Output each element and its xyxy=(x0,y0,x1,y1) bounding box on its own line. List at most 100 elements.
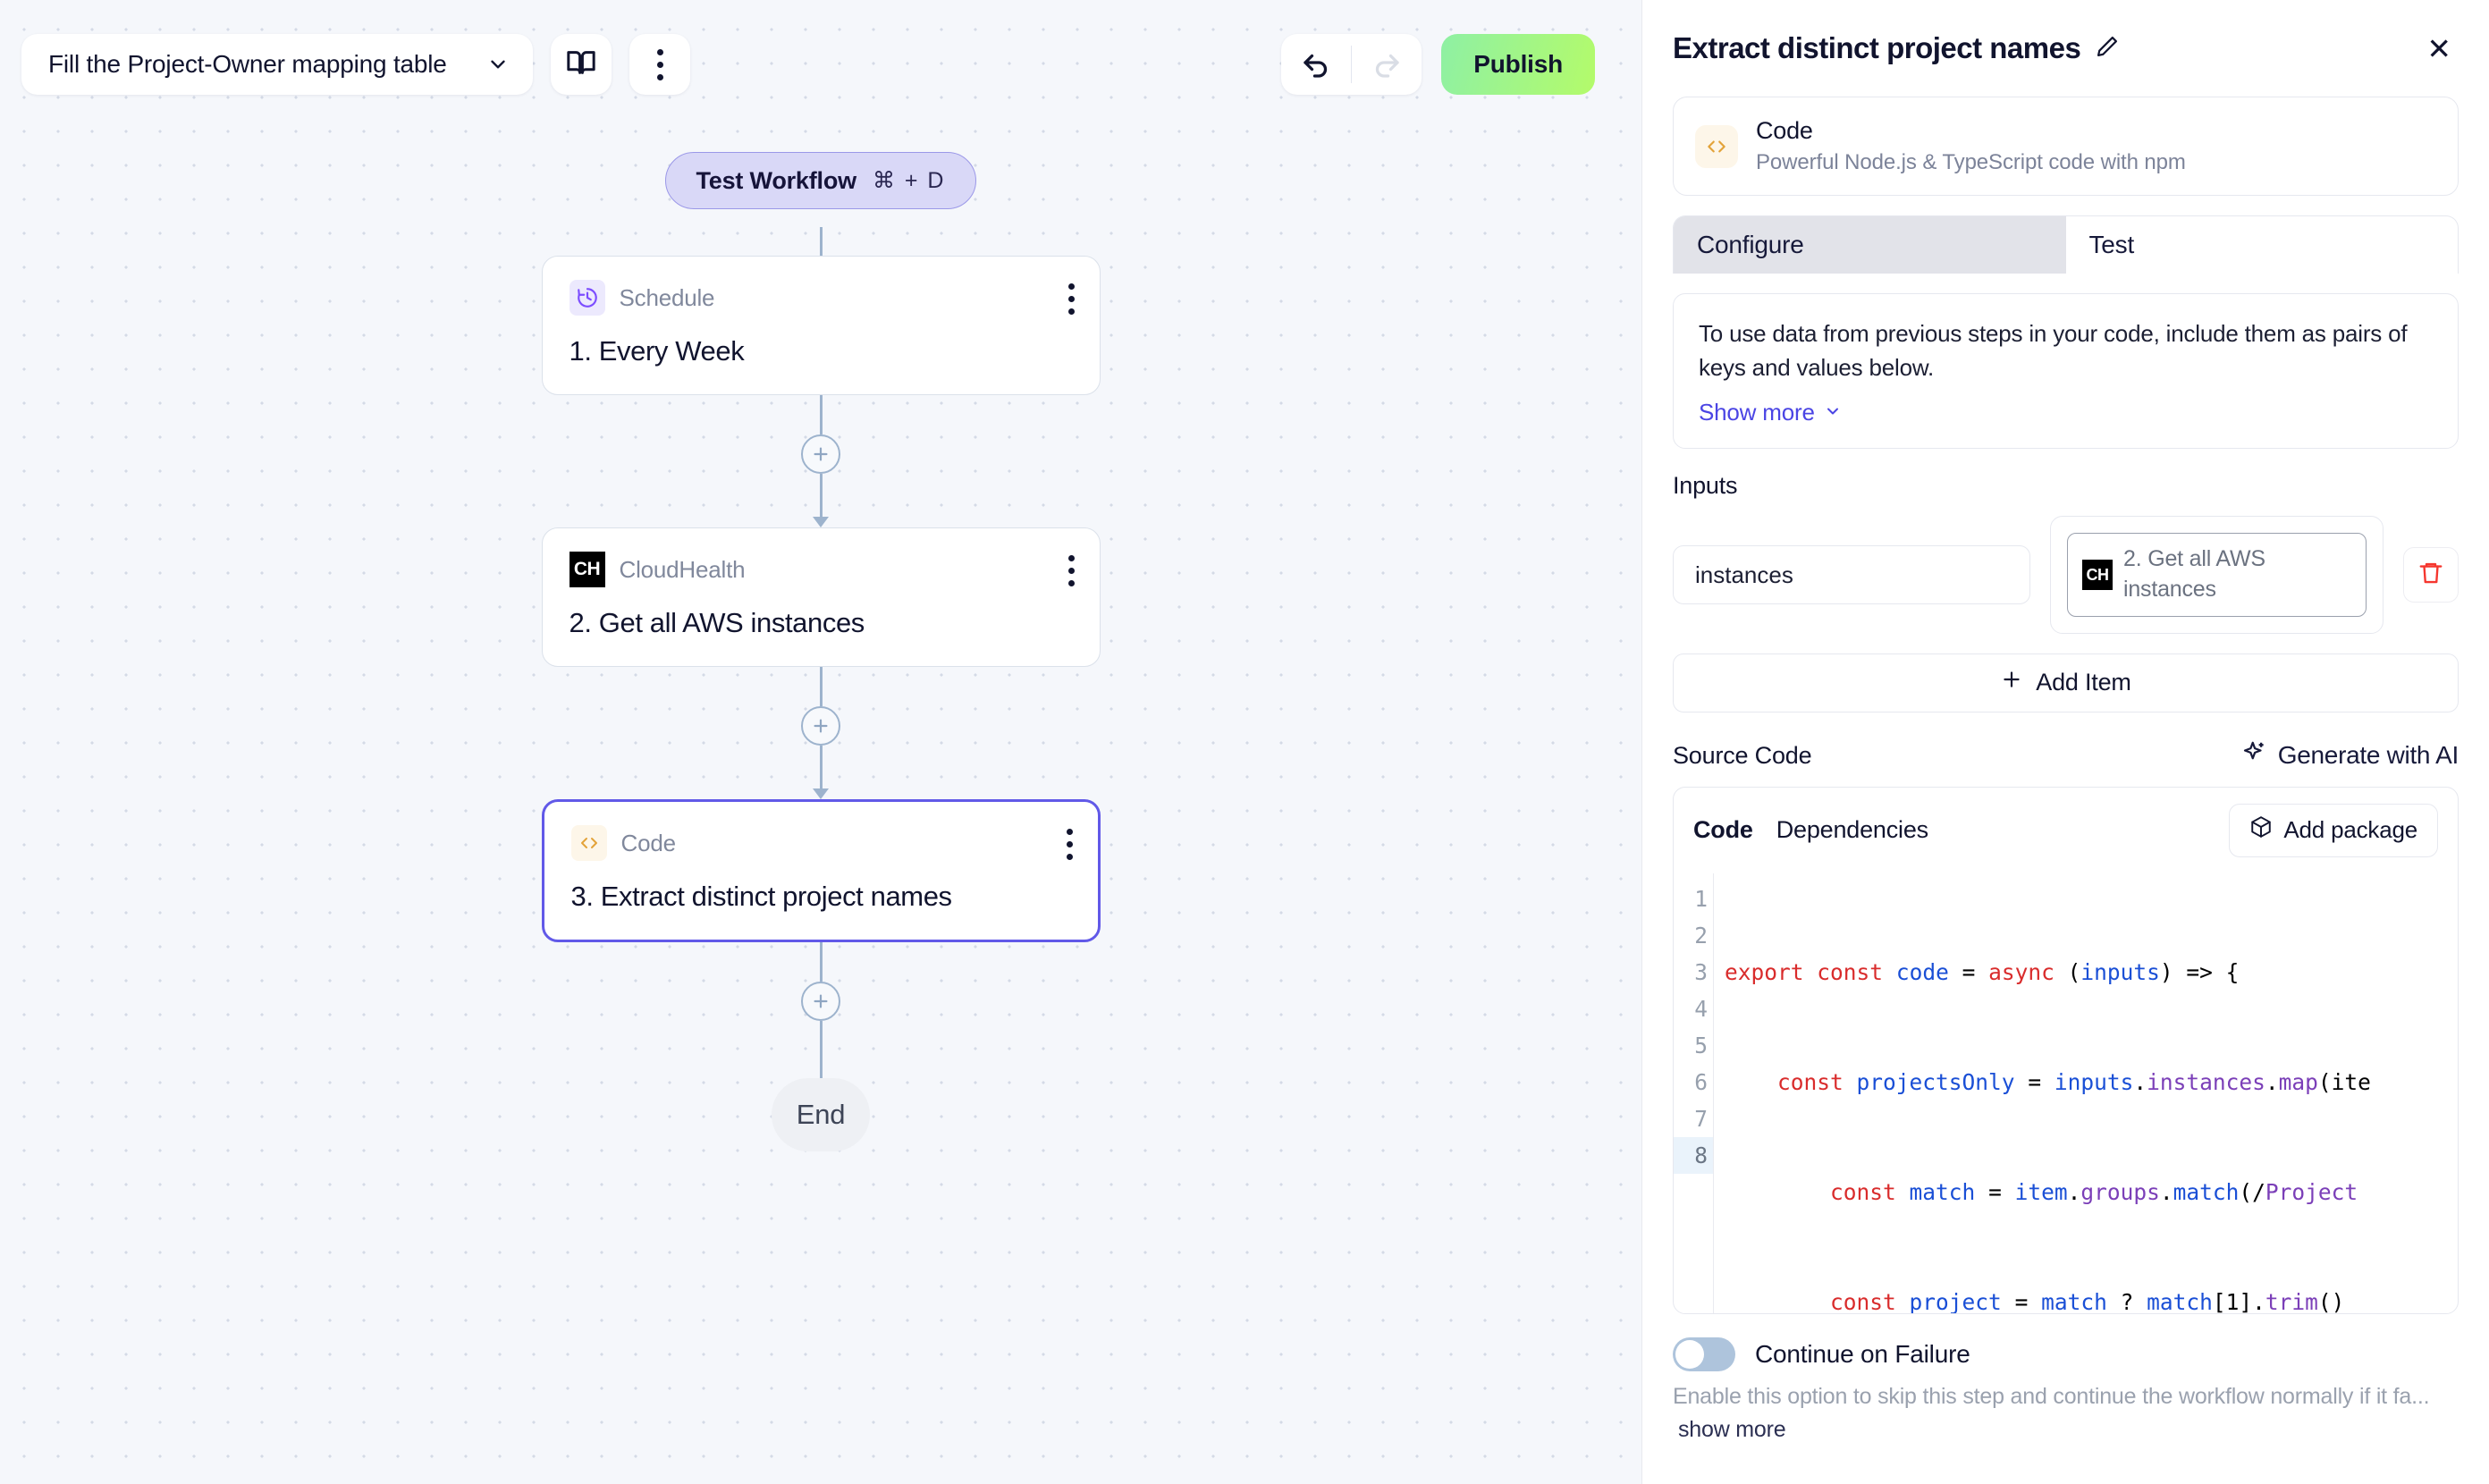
continue-on-failure-toggle[interactable] xyxy=(1673,1336,1735,1371)
node-type-label: Schedule xyxy=(619,283,715,311)
connector-top xyxy=(819,227,823,256)
tab-configure-label: Configure xyxy=(1697,231,1804,258)
pencil-icon[interactable] xyxy=(2095,34,2120,63)
connector-3-end[interactable] xyxy=(801,942,840,1078)
kebab-menu-icon xyxy=(1067,283,1075,315)
show-more-label: Show more xyxy=(1699,399,1815,426)
step-reference-chip[interactable]: CH 2. Get all AWS instances xyxy=(2067,533,2367,617)
code-tab-dependencies[interactable]: Dependencies xyxy=(1776,816,1928,844)
workflow-end-node: End xyxy=(772,1078,870,1151)
step-config-panel: Extract distinct project names ✕ Code Po… xyxy=(1641,0,2489,1484)
panel-title-wrap: Extract distinct project names xyxy=(1673,31,2120,65)
code-text-area[interactable]: export const code = async (inputs) => { … xyxy=(1713,873,2458,1313)
connector-2-3[interactable] xyxy=(801,667,840,799)
close-icon[interactable]: ✕ xyxy=(2426,31,2451,65)
tab-test[interactable]: Test xyxy=(2066,216,2459,274)
canvas-top-right-toolbar: Publish xyxy=(1281,34,1595,95)
node-header: Schedule xyxy=(569,280,1073,316)
add-item-label: Add Item xyxy=(2036,669,2131,696)
node-title: 3. Extract distinct project names xyxy=(570,881,953,912)
step-summary-text: Code Powerful Node.js & TypeScript code … xyxy=(1756,117,2186,175)
inputs-section-label: Inputs xyxy=(1673,472,1738,500)
tab-configure[interactable]: Configure xyxy=(1674,216,2066,274)
code-editor-tabs: Code Dependencies Add package xyxy=(1674,788,2458,873)
panel-header: Extract distinct project names ✕ xyxy=(1673,0,2459,97)
line-number: 8 xyxy=(1674,1136,1713,1174)
workflow-canvas[interactable]: Fill the Project-Owner mapping table xyxy=(0,0,1641,1484)
add-step-button[interactable] xyxy=(801,982,840,1021)
node-menu-button[interactable] xyxy=(1067,555,1075,586)
node-title: 2. Get all AWS instances xyxy=(569,607,865,638)
line-number: 1 xyxy=(1694,885,1708,912)
connector-1-2[interactable] xyxy=(801,395,840,527)
workflow-selector[interactable]: Fill the Project-Owner mapping table xyxy=(21,34,533,95)
undo-button[interactable] xyxy=(1281,34,1351,95)
add-step-button[interactable] xyxy=(801,434,840,474)
test-workflow-shortcut: ⌘ + D xyxy=(872,168,946,193)
undo-arrow-icon xyxy=(1300,46,1332,83)
canvas-top-left-toolbar: Fill the Project-Owner mapping table xyxy=(21,34,690,95)
canvas-more-button[interactable] xyxy=(629,34,690,95)
publish-button-label: Publish xyxy=(1473,50,1563,78)
add-step-button[interactable] xyxy=(801,706,840,746)
info-box: To use data from previous steps in your … xyxy=(1673,293,2459,450)
page-title: Extract distinct project names xyxy=(1673,31,2081,64)
code-line: const project = match ? match[1].trim() xyxy=(1830,1288,2345,1313)
generate-with-ai-button[interactable]: Generate with AI xyxy=(2240,739,2459,772)
show-more-link[interactable]: Show more xyxy=(1699,399,1842,426)
source-code-label: Source Code xyxy=(1673,741,1812,769)
test-workflow-label: Test Workflow xyxy=(696,166,857,194)
cloudhealth-logo-icon: CH xyxy=(2082,560,2113,591)
kebab-menu-icon xyxy=(656,48,663,80)
kebab-menu-icon xyxy=(1067,555,1075,586)
continue-on-failure-show-more[interactable]: show more xyxy=(1678,1416,1786,1442)
node-menu-button[interactable] xyxy=(1066,829,1073,860)
input-key-field[interactable]: instances xyxy=(1673,545,2030,605)
code-line: const match = item.groups.match(/Project xyxy=(1830,1178,2358,1205)
source-code-header: Source Code Generate with AI xyxy=(1673,739,2459,772)
add-item-button[interactable]: Add Item xyxy=(1673,653,2459,712)
cloudhealth-logo-icon: CH xyxy=(569,552,605,587)
package-icon xyxy=(2249,815,2273,845)
line-number: 5 xyxy=(1694,1032,1708,1058)
code-editor[interactable]: 1 2 3 4 5 6 7 8 export const code = asyn… xyxy=(1674,873,2458,1313)
continue-on-failure-label: Continue on Failure xyxy=(1755,1339,1970,1368)
toggle-knob xyxy=(1675,1339,1704,1369)
code-line: export const code = async (inputs) => { xyxy=(1725,958,2240,985)
delete-input-button[interactable] xyxy=(2403,547,2459,603)
end-label: End xyxy=(796,1099,846,1130)
code-tab-code[interactable]: Code xyxy=(1693,816,1753,844)
node-title: 1. Every Week xyxy=(569,335,745,367)
workflow-node-code[interactable]: Code 3. Extract distinct project names xyxy=(541,799,1101,942)
step-reference-label: 2. Get all AWS instances xyxy=(2123,546,2265,603)
code-brackets-icon xyxy=(570,825,607,861)
input-value-box[interactable]: CH 2. Get all AWS instances xyxy=(2050,516,2384,634)
node-menu-button[interactable] xyxy=(1067,283,1075,315)
arrow-head-icon xyxy=(813,788,829,799)
workflow-node-schedule[interactable]: Schedule 1. Every Week xyxy=(541,256,1101,395)
redo-button[interactable] xyxy=(1352,34,1422,95)
line-number: 7 xyxy=(1694,1105,1708,1132)
redo-arrow-icon xyxy=(1371,46,1403,83)
add-package-label: Add package xyxy=(2283,816,2417,844)
docs-button[interactable] xyxy=(551,34,612,95)
kebab-menu-icon xyxy=(1066,829,1073,860)
test-workflow-button[interactable]: Test Workflow ⌘ + D xyxy=(664,152,977,209)
sparkle-icon xyxy=(2240,739,2267,772)
workflow-flow: Test Workflow ⌘ + D Schedule 1. Every We… xyxy=(541,152,1101,1151)
step-name: Code xyxy=(1756,117,1813,144)
code-editor-card: Code Dependencies Add package 1 2 3 4 5 … xyxy=(1673,786,2459,1314)
workflow-node-cloudhealth[interactable]: CH CloudHealth 2. Get all AWS instances xyxy=(541,527,1101,667)
code-line-numbers: 1 2 3 4 5 6 7 8 xyxy=(1674,873,1713,1313)
node-type-label: Code xyxy=(620,829,677,856)
code-brackets-icon xyxy=(1695,124,1738,168)
workflow-selector-label: Fill the Project-Owner mapping table xyxy=(48,50,447,78)
line-number: 3 xyxy=(1694,958,1708,985)
node-header: CH CloudHealth xyxy=(569,552,1073,587)
input-row: instances CH 2. Get all AWS instances xyxy=(1673,516,2459,634)
line-number: 4 xyxy=(1694,995,1708,1022)
add-package-button[interactable]: Add package xyxy=(2229,803,2438,857)
publish-button[interactable]: Publish xyxy=(1441,34,1595,95)
line-number: 6 xyxy=(1694,1068,1708,1095)
